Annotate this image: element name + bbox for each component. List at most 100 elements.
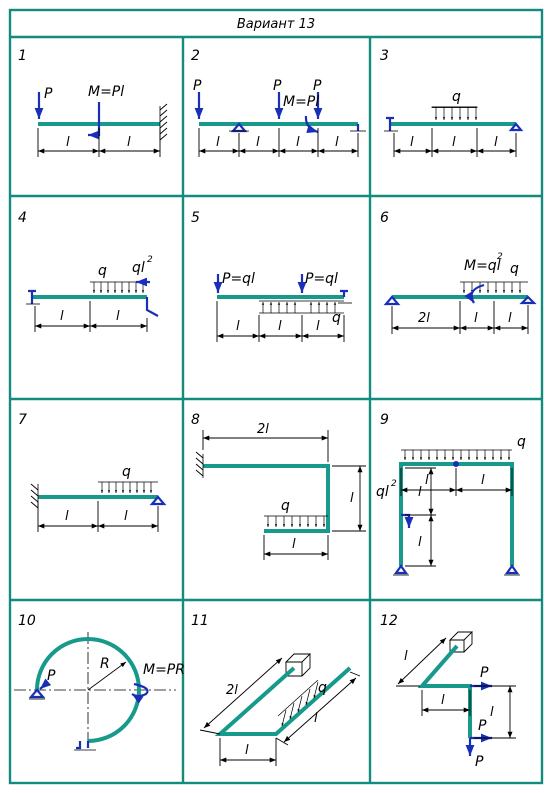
distributed-load	[264, 515, 328, 527]
label: q	[98, 263, 107, 279]
label: P	[273, 78, 282, 94]
label: l	[335, 135, 339, 150]
label: l	[481, 473, 485, 488]
label: 2l	[226, 683, 238, 698]
frame	[203, 464, 330, 533]
panel-10-arch: P R M=PR	[14, 632, 185, 751]
label: l	[236, 319, 240, 334]
panel-12-space-frame: P P P l l l	[396, 631, 516, 770]
label: l	[452, 135, 456, 150]
pin-support	[149, 495, 167, 506]
outer-frame	[8, 8, 544, 785]
panel-number-6: 6	[380, 210, 389, 226]
pin-support	[519, 295, 537, 305]
label: l	[127, 135, 131, 150]
pin-support	[504, 564, 520, 575]
label: l	[216, 135, 220, 150]
superscript: 2	[391, 479, 397, 489]
panel-4-beam: q ql 2 l l	[26, 255, 159, 332]
moment-arrow	[131, 682, 149, 704]
panel-7-beam: q l l	[30, 464, 167, 532]
label: M=Pl	[283, 94, 319, 110]
panel-9-frame: q ql 2 l l l l	[376, 434, 526, 576]
label: l	[418, 535, 422, 550]
frame	[417, 644, 472, 738]
panel-number-2: 2	[191, 48, 200, 64]
panel-5-beam: P=ql P=ql q l l l	[213, 271, 352, 342]
distributed-load	[460, 281, 528, 293]
label: l	[404, 649, 408, 664]
panel-number-9: 9	[380, 412, 389, 428]
label: l	[116, 309, 120, 324]
label: l	[474, 311, 478, 326]
label: l	[410, 135, 414, 150]
hinge	[453, 461, 459, 467]
label: P=ql	[305, 271, 338, 287]
panel-3-beam: q l l l	[384, 89, 524, 157]
distributed-load	[401, 449, 512, 460]
label: q	[517, 434, 526, 450]
label: ql	[132, 260, 145, 276]
panel-number-1: 1	[18, 48, 27, 64]
panel-number-5: 5	[191, 210, 200, 226]
label: 2l	[418, 311, 430, 326]
pin-support	[28, 688, 46, 699]
pin-support	[340, 289, 348, 297]
pin-support	[28, 289, 36, 304]
distributed-load	[98, 481, 158, 493]
moment-arrow	[304, 115, 319, 134]
moment-arrow	[88, 102, 101, 140]
panel-number-8: 8	[191, 412, 200, 428]
roller-support	[145, 297, 159, 317]
label: P	[480, 665, 489, 681]
panel-number-10: 10	[18, 613, 36, 629]
label: P=ql	[222, 271, 255, 287]
label: l	[441, 693, 445, 708]
label: l	[490, 705, 494, 720]
distributed-load	[90, 281, 147, 293]
label: P	[478, 718, 487, 734]
label: l	[508, 311, 512, 326]
label: l	[256, 135, 260, 150]
panel-number-4: 4	[18, 210, 27, 226]
pin-support	[386, 116, 394, 124]
label: l	[245, 743, 249, 758]
panel-number-7: 7	[18, 412, 27, 428]
moment-arrow	[464, 283, 485, 304]
distributed-load	[259, 300, 344, 314]
label: l	[278, 319, 282, 334]
label: l	[494, 135, 498, 150]
label: l	[60, 309, 64, 324]
roller-support	[76, 741, 90, 750]
panel-2-beam: P P P M=Pl l l l l	[193, 78, 366, 157]
label: ql	[376, 484, 389, 500]
superscript: 2	[147, 255, 153, 265]
superscript: 2	[497, 252, 503, 262]
panel-6-beam: M=ql 2 q 2l l l	[383, 252, 537, 334]
label: q	[281, 498, 290, 514]
label: l	[66, 135, 70, 150]
label: M=ql	[464, 258, 501, 274]
label: M=Pl	[88, 84, 124, 100]
label: q	[510, 261, 519, 277]
label: 2l	[257, 422, 269, 437]
panel-8-frame: q 2l l l	[195, 422, 366, 560]
variant-title: Вариант 13	[237, 17, 315, 32]
label: l	[314, 711, 318, 726]
panel-11-space-frame: q 2l l l	[199, 653, 361, 766]
label: l	[425, 473, 429, 488]
label: M=PR	[143, 662, 185, 678]
panel-number-3: 3	[380, 48, 389, 64]
label: q	[122, 464, 131, 480]
force-arrow	[39, 678, 52, 690]
label: l	[296, 135, 300, 150]
label: l	[350, 491, 354, 506]
label: l	[292, 537, 296, 552]
panel-numbers: 1 2 3 4 5 6 7 8 9 10 11 12	[18, 48, 398, 629]
label: P	[193, 78, 202, 94]
label: l	[418, 485, 422, 500]
label: l	[124, 509, 128, 524]
distributed-load	[432, 106, 478, 120]
